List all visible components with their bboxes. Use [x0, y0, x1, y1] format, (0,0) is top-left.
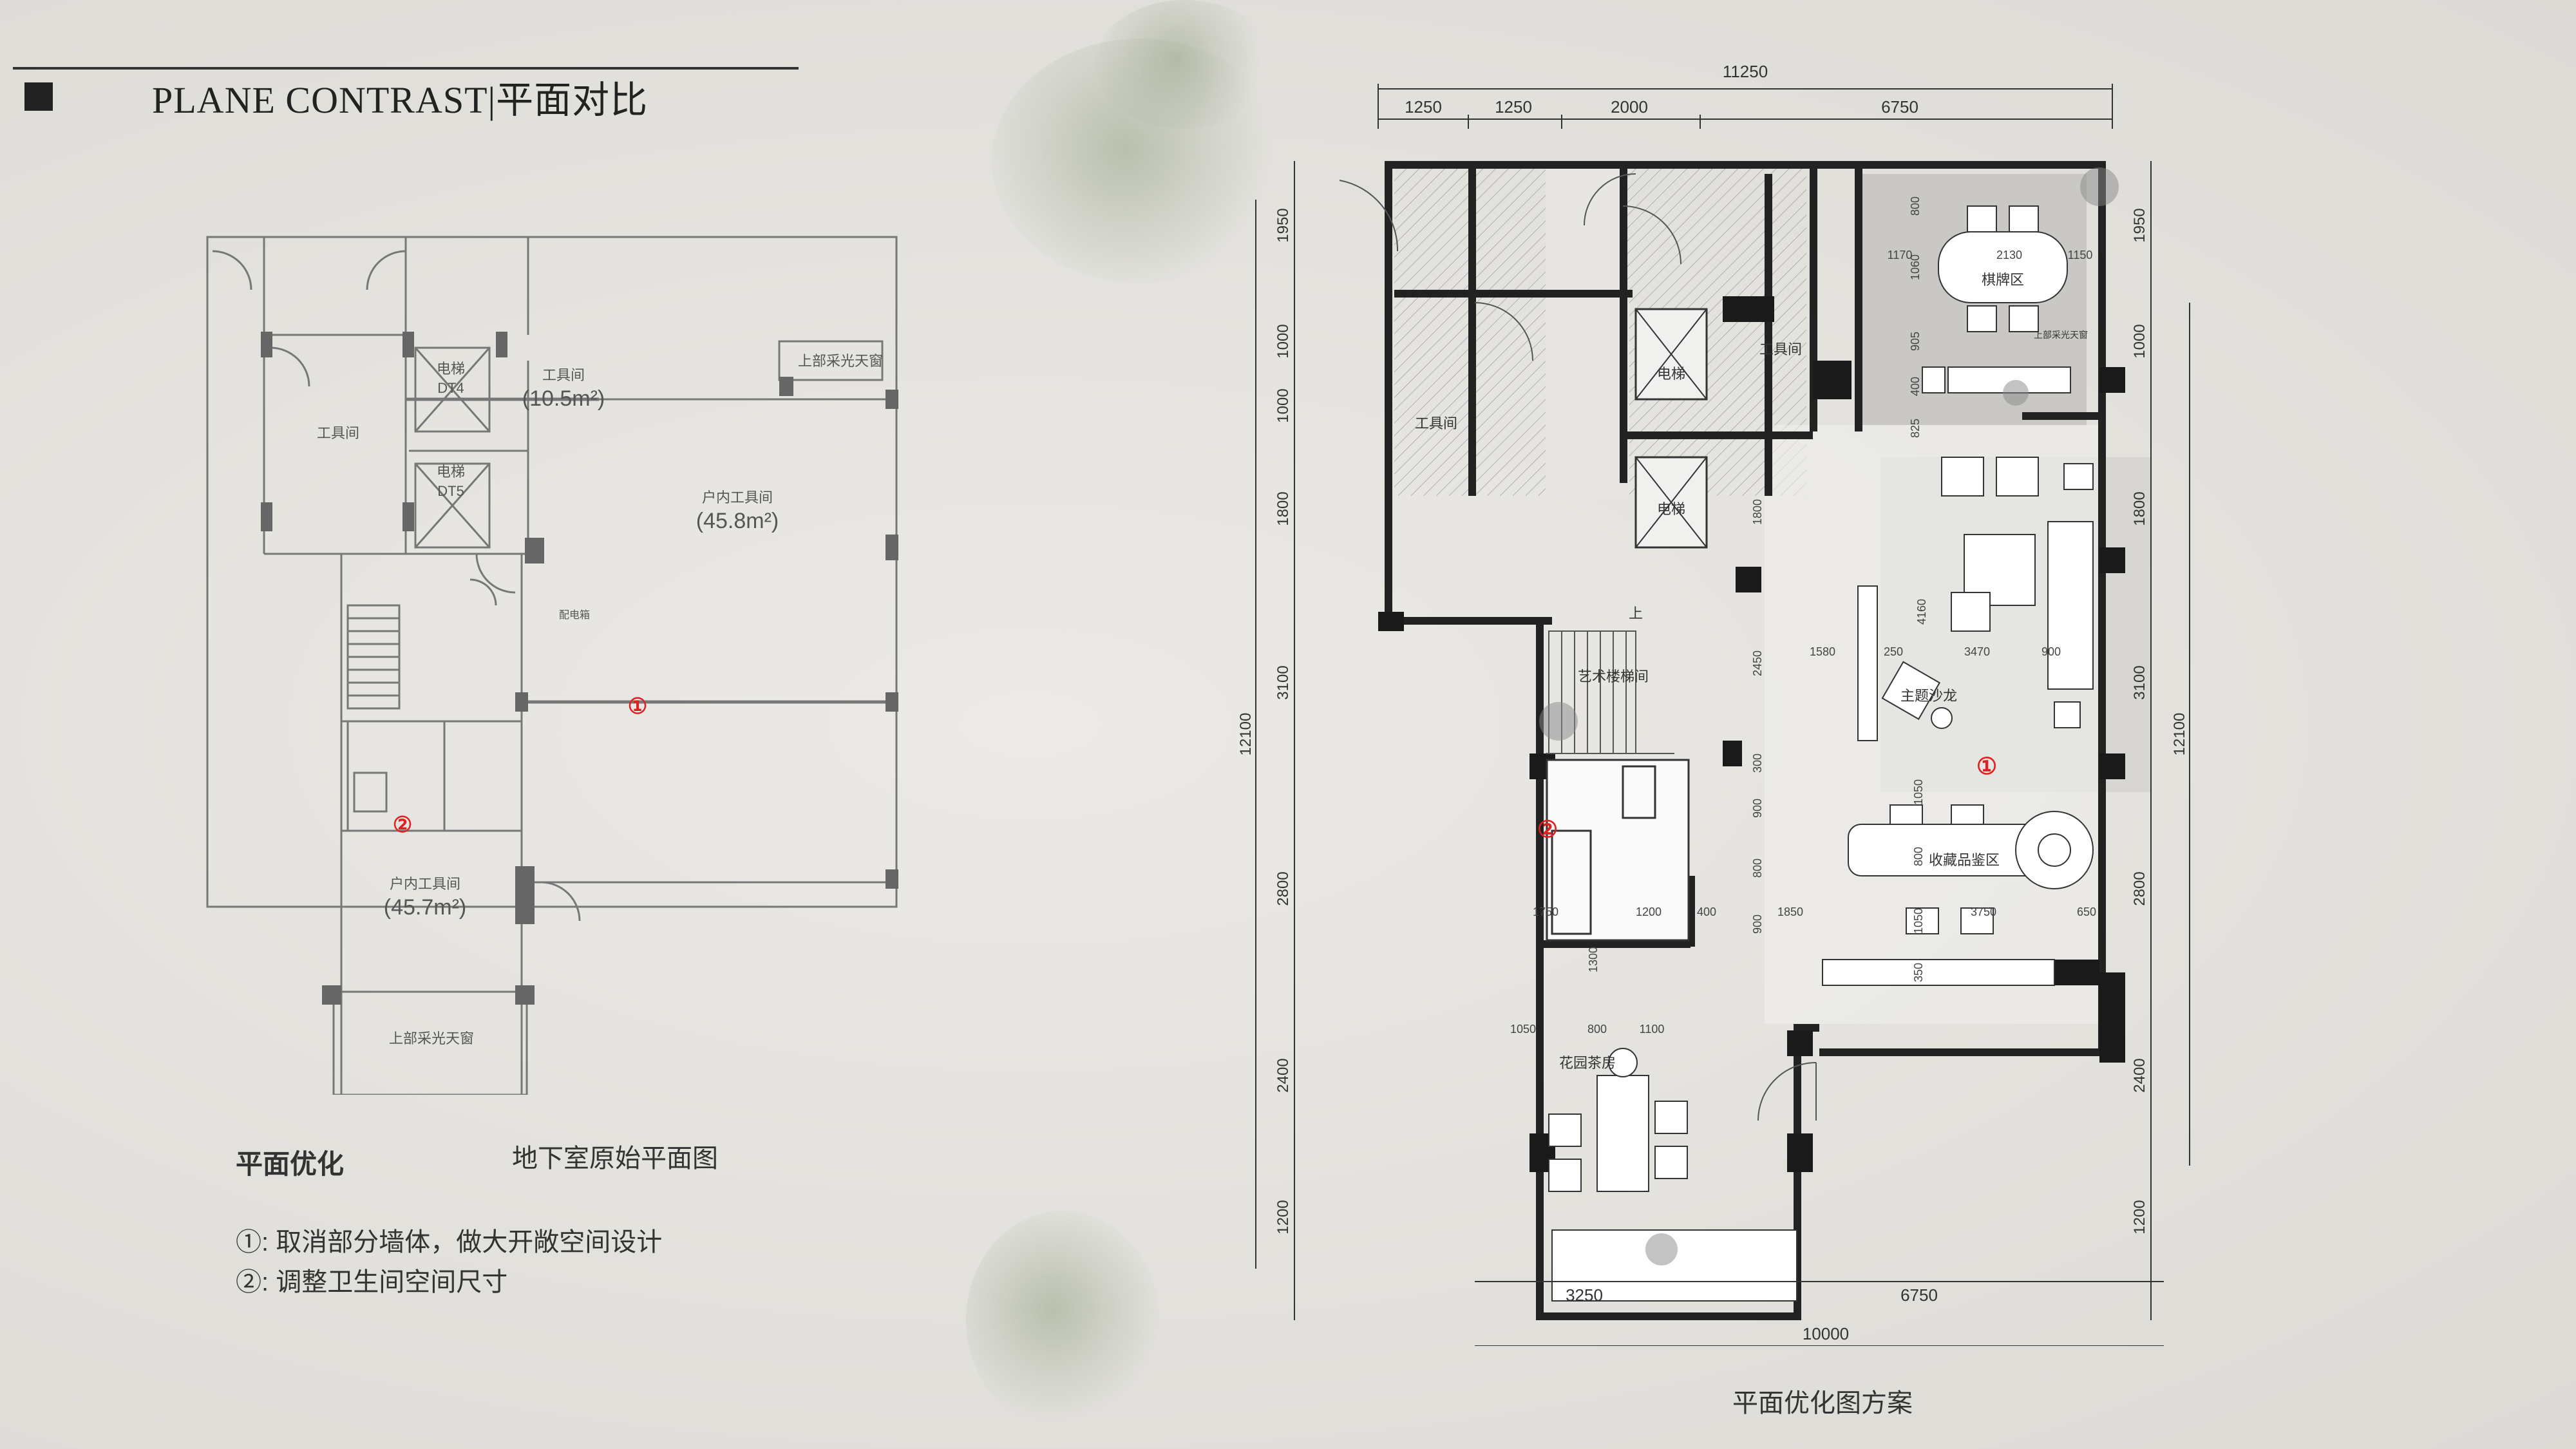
dim-left: 3100: [1274, 665, 1292, 699]
inner-dim: 1750: [1533, 905, 1558, 918]
room-label: 花园茶房: [1559, 1055, 1616, 1071]
inner-dim: 800: [1909, 196, 1922, 216]
room-label: 上部采光天窗: [389, 1030, 474, 1046]
inner-dim: 1050: [1912, 908, 1925, 934]
dim-top: 1250: [1405, 97, 1442, 117]
room-label: DT5: [437, 483, 464, 499]
inner-dim: 825: [1909, 419, 1922, 438]
inner-dim: 1200: [1636, 905, 1662, 918]
dim-right: 1200: [2131, 1200, 2148, 1234]
inner-dim: 1050: [1912, 779, 1925, 805]
original-floor-plan: 工具间 电梯 DT4 工具间 (10.5m²) 上部采光天窗 电梯 DT5 户内…: [206, 236, 898, 1095]
dim-left: 1950: [1274, 208, 1292, 242]
room-label: 户内工具间: [702, 489, 773, 506]
inner-dim: 650: [2077, 905, 2096, 918]
dim-right: 2400: [2131, 1058, 2148, 1092]
tree-decoration: [1095, 0, 1275, 129]
optimization-note-1: ①: 取消部分墙体，做大开敞空间设计: [236, 1228, 663, 1256]
room-label: 工具间: [1415, 415, 1457, 431]
dim-right: 2800: [2131, 871, 2148, 905]
inner-dim: 3750: [1971, 905, 1996, 918]
dim-left: 2400: [1274, 1058, 1292, 1092]
room-label: 上部采光天窗: [2034, 330, 2088, 340]
dim-right: 1950: [2131, 208, 2148, 242]
page-title: PLANE CONTRAST|平面对比: [152, 79, 649, 121]
room-label: 工具间: [542, 367, 585, 383]
dim-left: 1800: [1274, 491, 1292, 526]
room-label: 配电箱: [559, 609, 590, 621]
inner-dim: 905: [1909, 332, 1922, 351]
room-area: (45.8m²): [696, 509, 779, 533]
room-label: 棋牌区: [1982, 272, 2024, 288]
room-label: 电梯: [1657, 501, 1685, 517]
inner-dim: 3470: [1964, 645, 1990, 658]
dim-left-total: 12100: [1237, 713, 1255, 756]
inner-dim: 800: [1587, 1023, 1607, 1036]
dim-top: 6750: [1881, 97, 1918, 117]
inner-dim: 2450: [1751, 650, 1764, 676]
inner-dim: 2130: [1996, 249, 2022, 261]
room-label: 电梯: [1657, 366, 1685, 382]
inner-dim: 900: [1751, 914, 1764, 934]
title-square-icon: [24, 82, 53, 111]
marker-1: ①: [1976, 753, 1997, 779]
inner-dim: 350: [1912, 963, 1925, 982]
inner-dim: 900: [1751, 799, 1764, 818]
inner-dim: 1150: [2068, 249, 2093, 261]
dim-left: 2800: [1274, 871, 1292, 905]
room-area: (45.7m²): [384, 895, 466, 920]
dim-right: 3100: [2131, 665, 2148, 699]
inner-dim: 300: [1751, 753, 1764, 773]
dim-left: 1000: [1274, 388, 1292, 422]
dim-top-total: 11250: [1723, 62, 1768, 81]
dim-left: 1000: [1274, 324, 1292, 358]
dim-left: 1200: [1274, 1200, 1292, 1234]
dim-top: 1250: [1495, 97, 1532, 117]
inner-dim: 1850: [1777, 905, 1803, 918]
dim-right: 1800: [2131, 491, 2148, 526]
room-label: 电梯: [437, 464, 465, 480]
optimized-plan-caption: 平面优化图方案: [1732, 1389, 1913, 1417]
inner-dim: 1050: [1510, 1023, 1536, 1036]
inner-dim: 400: [1909, 377, 1922, 396]
inner-dim: 4160: [1915, 599, 1928, 625]
room-label: 上部采光天窗: [798, 353, 883, 369]
optimization-note-2: ②: 调整卫生间空间尺寸: [236, 1268, 508, 1296]
dim-bottom-total: 10000: [1803, 1324, 1849, 1343]
room-label: 电梯: [437, 361, 465, 377]
inner-dim: 1100: [1640, 1023, 1665, 1036]
tree-decoration: [966, 1211, 1159, 1430]
room-label: 工具间: [1759, 341, 1802, 357]
room-label: 工具间: [317, 425, 359, 441]
inner-dim: 1170: [1888, 249, 1913, 261]
inner-dim: 400: [1697, 905, 1716, 918]
inner-dim: 1300: [1587, 947, 1600, 972]
original-plan-caption: 地下室原始平面图: [512, 1144, 718, 1173]
marker-2: ②: [1537, 816, 1558, 842]
room-label: 上: [1629, 605, 1643, 621]
room-area: (10.5m²): [522, 386, 605, 411]
inner-dim: 1060: [1909, 254, 1922, 280]
dim-top: 2000: [1611, 97, 1648, 117]
dim-right: 1000: [2131, 324, 2148, 358]
optimized-floor-plan: 11250 1250 1250 2000 6750 3250 6750 1000…: [1237, 62, 2190, 1346]
optimization-title: 平面优化: [236, 1149, 345, 1179]
inner-dim: 1800: [1751, 499, 1764, 525]
inner-dim: 800: [1751, 858, 1764, 878]
dim-bottom: 3250: [1566, 1285, 1603, 1305]
title-rule: [13, 67, 799, 70]
room-label: 艺术楼梯间: [1578, 668, 1649, 685]
inner-dim: 800: [1912, 847, 1925, 866]
marker-2: ②: [393, 813, 412, 837]
room-label: 主题沙龙: [1900, 688, 1957, 704]
inner-dim: 1580: [1810, 645, 1835, 658]
room-label: DT4: [437, 380, 464, 396]
room-label: 收藏品鉴区: [1929, 852, 2000, 868]
inner-dim: 250: [1884, 645, 1903, 658]
inner-dim: 900: [2041, 645, 2061, 658]
marker-1: ①: [628, 694, 647, 719]
room-label: 户内工具间: [390, 876, 460, 892]
dim-right-total: 12100: [2171, 713, 2188, 756]
dim-bottom: 6750: [1900, 1285, 1938, 1305]
